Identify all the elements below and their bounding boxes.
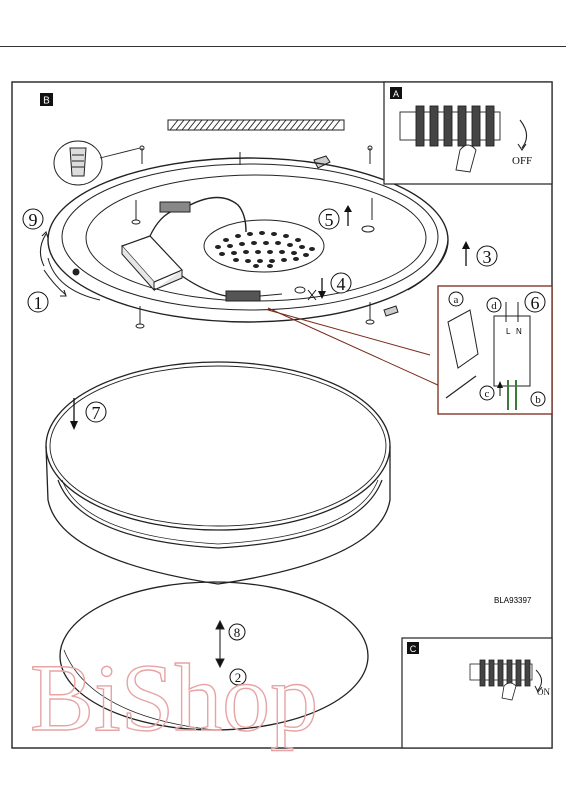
step-9: 9: [23, 209, 43, 230]
step-3: 3: [462, 241, 497, 267]
inset-panel-connection: L N a d c b 6: [438, 286, 552, 414]
step-6-text: 6: [531, 293, 540, 313]
wall-plug-detail: [54, 141, 140, 185]
step-8-text: 8: [234, 625, 241, 640]
substep-d: d: [487, 298, 501, 312]
step-3-text: 3: [483, 247, 492, 267]
substep-b-text: b: [535, 394, 541, 406]
panel-label-main-text: B: [43, 96, 50, 107]
model-code: BLA93397: [494, 596, 532, 605]
inset-bottom-label: C: [410, 644, 417, 654]
connector-n-label: N: [516, 327, 522, 336]
step-4: 4: [308, 273, 351, 300]
step-1: 1: [28, 292, 48, 313]
inset-panel-bottom: C ON: [402, 638, 552, 748]
step-5: 5: [319, 205, 352, 230]
switch-on-label: ON: [537, 687, 550, 697]
substep-b: b: [531, 392, 545, 406]
ceiling-screws: [140, 146, 372, 168]
led-module: [204, 220, 324, 272]
substep-c: c: [480, 386, 494, 400]
substep-a: a: [449, 292, 463, 306]
drum-shade: [46, 362, 390, 584]
substep-a-text: a: [454, 294, 459, 306]
switch-off-label: OFF: [512, 155, 532, 167]
step-1-text: 1: [34, 293, 43, 313]
panel-label-main: B: [40, 93, 53, 107]
step-4-text: 4: [337, 274, 346, 294]
step-5-text: 5: [325, 210, 334, 230]
substep-d-text: d: [491, 300, 497, 312]
step-9-text: 9: [29, 210, 38, 230]
substep-c-text: c: [485, 388, 490, 400]
step-7: 7: [70, 398, 106, 430]
ceiling-hatch: [168, 120, 344, 130]
step-8: 8: [229, 624, 245, 640]
connector-l-label: L: [506, 327, 511, 336]
step-7-text: 7: [92, 403, 101, 423]
inset-top-label: A: [393, 89, 399, 99]
watermark: BiShop: [30, 644, 318, 751]
inset-panel-top: A OFF: [384, 82, 552, 184]
